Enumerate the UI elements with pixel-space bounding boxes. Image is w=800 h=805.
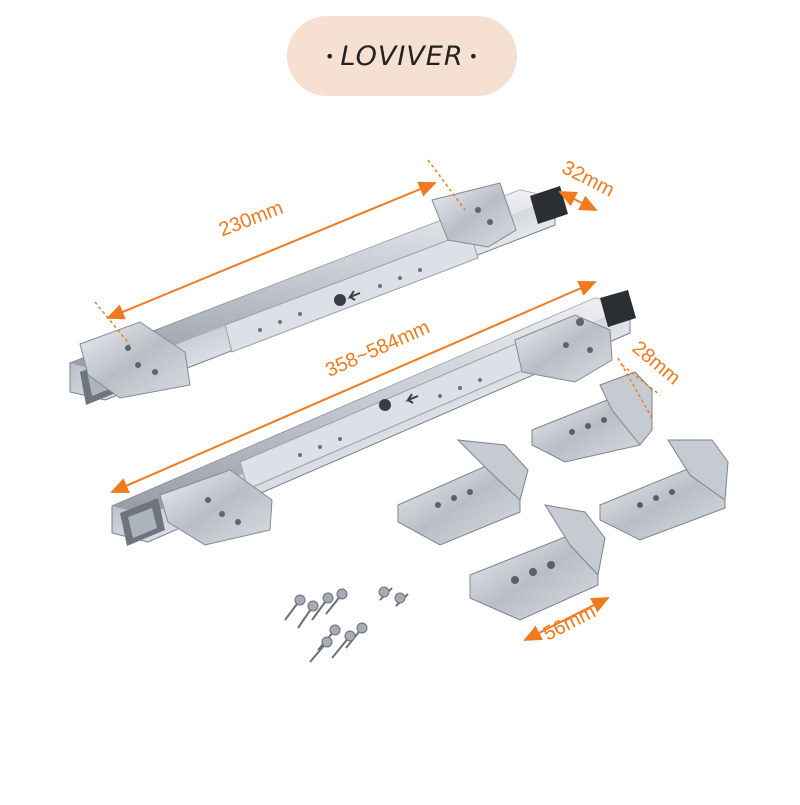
- logo-dot-left: •: [324, 46, 336, 66]
- brand-name: LOVIVER: [340, 40, 464, 72]
- dimension-lines: [94, 159, 661, 641]
- brand-logo-text: • LOVIVER •: [287, 16, 517, 96]
- brand-logo: [287, 16, 517, 96]
- logo-dot-right: •: [468, 46, 480, 66]
